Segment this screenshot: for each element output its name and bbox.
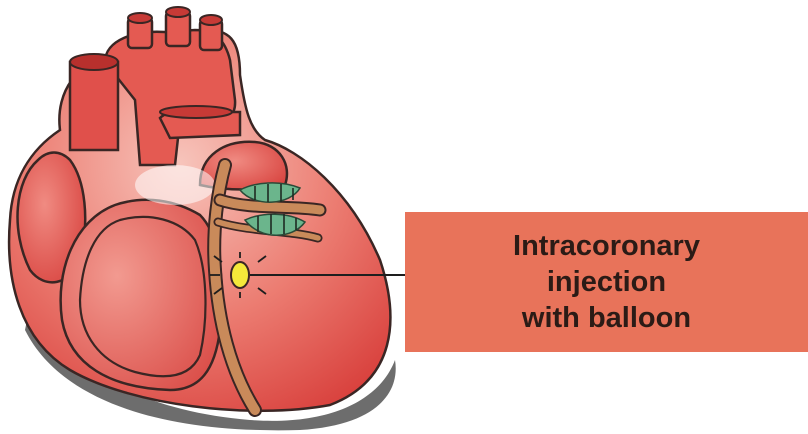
- callout-label: Intracoronary injection with balloon: [513, 228, 700, 336]
- vena-cava-opening: [70, 54, 118, 70]
- callout-box: Intracoronary injection with balloon: [405, 212, 808, 352]
- highlight-haze: [135, 165, 215, 205]
- balloon: [231, 262, 249, 288]
- aortic-branch-3-top: [200, 15, 222, 25]
- aortic-branch-1-top: [128, 13, 152, 23]
- vena-cava: [70, 62, 118, 150]
- pulmonary-opening: [160, 106, 232, 118]
- aortic-branch-2-top: [166, 7, 190, 17]
